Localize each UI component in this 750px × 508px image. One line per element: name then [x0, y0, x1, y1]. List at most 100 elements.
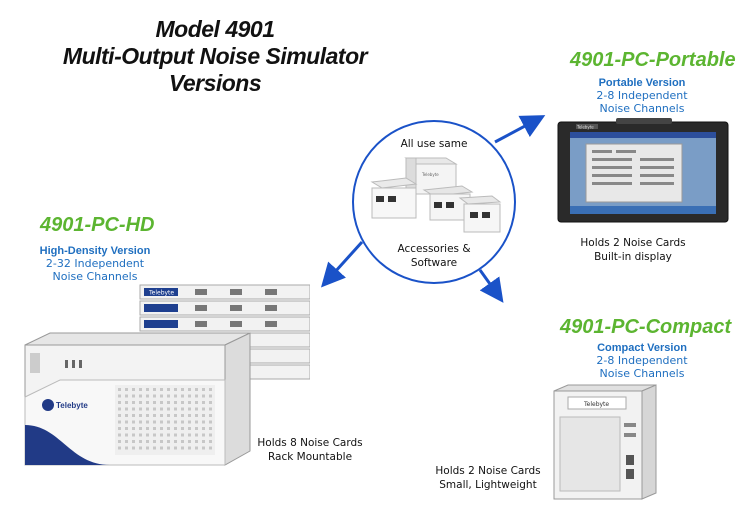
portable-unit-image: Telebyte — [557, 118, 729, 223]
vent-hole — [209, 407, 212, 411]
vent-hole — [181, 427, 184, 430]
vent-hole — [181, 407, 184, 411]
vent-hole — [160, 440, 163, 443]
vent-hole — [139, 414, 142, 417]
vent-hole — [132, 420, 135, 424]
vent-hole — [209, 433, 212, 437]
vent-hole — [195, 433, 198, 437]
vent-hole — [146, 394, 149, 398]
vent-hole — [202, 407, 205, 411]
vent-hole — [195, 414, 198, 417]
vent-hole — [125, 420, 128, 424]
vent-hole — [153, 401, 156, 404]
hd-version-name: High-Density Version — [39, 245, 151, 257]
vent-hole — [188, 401, 191, 404]
vent-hole — [125, 407, 128, 411]
chassis-brand: Telebyte — [56, 401, 88, 410]
arrow-to-compact — [478, 269, 504, 303]
vent-hole — [125, 394, 128, 398]
compact-caption-1: Holds 2 Noise Cards — [435, 465, 541, 477]
title-line-2: Multi-Output Noise Simulator — [62, 43, 368, 69]
vent-hole — [167, 440, 170, 443]
vent-grid — [115, 385, 215, 455]
vent-hole — [195, 446, 198, 450]
vent-hole — [202, 414, 205, 417]
vent-hole — [146, 414, 149, 417]
hd-model-title: 4901-PC-HD — [40, 214, 155, 236]
vent-hole — [118, 420, 121, 424]
vent-hole — [146, 420, 149, 424]
vent-hole — [132, 427, 135, 430]
vent-hole — [139, 433, 142, 437]
vent-hole — [118, 440, 121, 443]
arrow-to-portable — [494, 115, 546, 144]
portable-desc-2: Noise Channels — [599, 102, 685, 115]
vent-hole — [202, 427, 205, 430]
vent-hole — [181, 401, 184, 404]
compact-desc-1: 2-8 Independent — [596, 354, 688, 367]
vent-hole — [174, 427, 177, 430]
vent-hole — [132, 388, 135, 391]
arrow-to-hd — [320, 240, 364, 288]
vent-hole — [202, 401, 205, 404]
vent-hole — [139, 388, 142, 391]
center-bottom-label: Accessories & Software — [372, 242, 496, 270]
vent-hole — [209, 440, 212, 443]
vent-hole — [167, 446, 170, 450]
vent-hole — [174, 401, 177, 404]
vent-hole — [209, 401, 212, 404]
compact-caption-2: Small, Lightweight — [439, 479, 537, 491]
vent-hole — [118, 433, 121, 437]
vent-hole — [132, 401, 135, 404]
center-top-label: All use same — [400, 138, 468, 150]
vent-hole — [174, 388, 177, 391]
vent-hole — [181, 414, 184, 417]
portable-caption: Holds 2 Noise Cards Built-in display — [572, 236, 694, 264]
vent-hole — [146, 407, 149, 411]
vent-hole — [139, 394, 142, 398]
title-line-3: Versions — [168, 70, 262, 96]
vent-hole — [209, 420, 212, 424]
vent-hole — [167, 394, 170, 398]
vent-hole — [118, 401, 121, 404]
vent-hole — [195, 420, 198, 424]
vent-hole — [167, 401, 170, 404]
compact-version-name: Compact Version — [597, 342, 687, 354]
vent-hole — [195, 407, 198, 411]
vent-hole — [160, 420, 163, 424]
vent-hole — [160, 446, 163, 450]
compact-unit-image: Telebyte — [553, 384, 657, 500]
portable-desc-1: 2-8 Independent — [596, 89, 688, 102]
vent-hole — [118, 394, 121, 398]
vent-hole — [139, 407, 142, 411]
vent-hole — [146, 388, 149, 391]
vent-hole — [132, 407, 135, 411]
compact-desc-2: Noise Channels — [599, 367, 685, 380]
vent-hole — [195, 394, 198, 398]
vent-hole — [153, 433, 156, 437]
vent-hole — [188, 433, 191, 437]
compact-brand: Telebyte — [583, 401, 609, 408]
vent-hole — [132, 414, 135, 417]
vent-hole — [139, 401, 142, 404]
vent-hole — [139, 427, 142, 430]
vent-hole — [209, 446, 212, 450]
vent-hole — [209, 388, 212, 391]
vent-hole — [167, 388, 170, 391]
vent-hole — [181, 394, 184, 398]
vent-hole — [181, 440, 184, 443]
vent-hole — [160, 407, 163, 411]
vent-hole — [174, 440, 177, 443]
vent-hole — [125, 446, 128, 450]
vent-hole — [202, 446, 205, 450]
vent-hole — [209, 427, 212, 430]
vent-hole — [195, 440, 198, 443]
vent-hole — [139, 446, 142, 450]
vent-hole — [202, 420, 205, 424]
vent-hole — [160, 433, 163, 437]
vent-hole — [118, 427, 121, 430]
vent-hole — [181, 388, 184, 391]
vent-hole — [153, 414, 156, 417]
vent-hole — [181, 446, 184, 450]
